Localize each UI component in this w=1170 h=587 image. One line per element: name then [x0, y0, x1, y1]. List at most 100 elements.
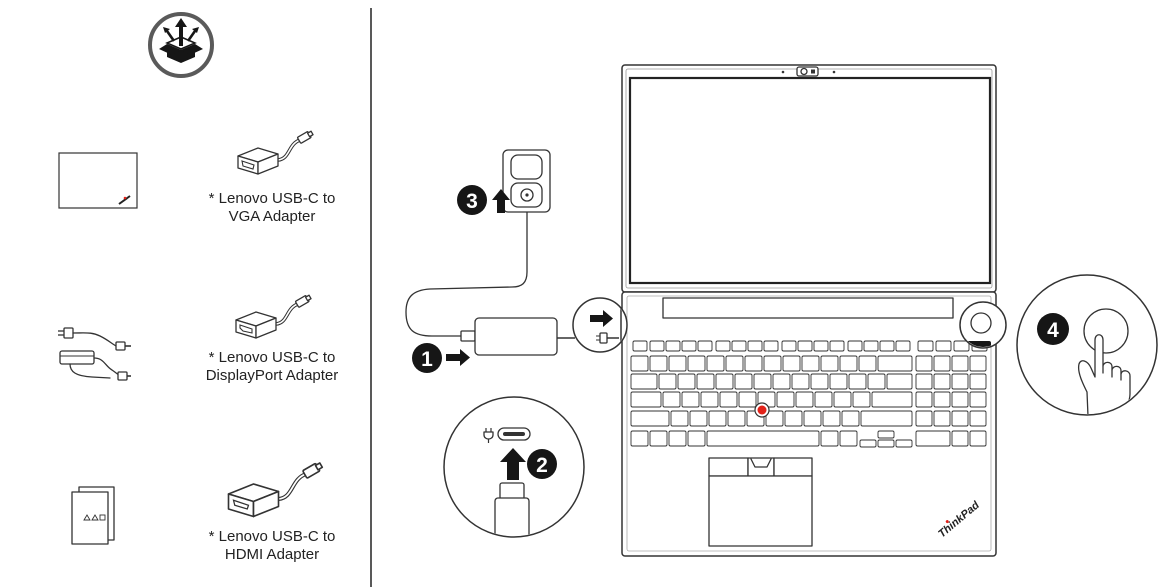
keyboard-key: [706, 355, 725, 372]
hdmi-adapter-icon-part: [278, 473, 307, 500]
keyboard-key: [829, 340, 845, 352]
keyboard-key: [969, 410, 987, 427]
keyboard-key: [763, 340, 779, 352]
manuals-icon: [71, 486, 115, 545]
keyboard-key: [781, 340, 797, 352]
keyboard-key: [841, 410, 860, 427]
keyboard-key: [877, 355, 913, 372]
keyboard-key: [696, 373, 715, 390]
step-2-number: 2: [536, 454, 548, 477]
keyboard-key: [951, 410, 969, 427]
step-3-number: 3: [466, 190, 478, 213]
keyboard-key: [630, 410, 670, 427]
keyboard-key: [829, 373, 848, 390]
webcam-icon-part: [811, 69, 815, 74]
power-button-icon: [970, 312, 992, 334]
keyboard-key: [859, 439, 877, 448]
step-1-badge: 1: [412, 343, 442, 373]
keyboard-key: [820, 355, 839, 372]
keyboard-key: [687, 430, 706, 447]
keyboard-key: [665, 340, 681, 352]
usb-c-connection-detail: [443, 396, 585, 538]
keyboard-key: [708, 410, 727, 427]
keyboard-key: [933, 373, 951, 390]
keyboard-key: [668, 430, 687, 447]
manuals-icon-part: [91, 514, 99, 521]
keyboard-key: [772, 373, 791, 390]
webcam-icon-part: [832, 70, 836, 74]
keyboard-key: [689, 410, 708, 427]
keyboard-key: [813, 340, 829, 352]
keyboard-key: [630, 355, 649, 372]
keyboard-key: [915, 373, 933, 390]
power-adapter-icon-part: [72, 332, 117, 347]
usb-c-port-callout-part: [572, 297, 628, 353]
power-adapter-icon-part: [59, 350, 95, 365]
computer-icon: [58, 152, 138, 209]
laptop: ThinkPad: [621, 64, 997, 557]
keyboard-key: [863, 340, 879, 352]
keyboard-key: [791, 373, 810, 390]
usb-c-plug-icon: [494, 482, 530, 536]
vga-adapter-icon-part: [241, 160, 255, 170]
keyboard-key: [630, 430, 649, 447]
step-4-number: 4: [1047, 319, 1059, 342]
power-plug-symbol: [483, 428, 494, 443]
wall-outlet-icon: [502, 149, 551, 213]
keyboard-key: [814, 391, 833, 408]
manuals-icon-part: [83, 514, 91, 521]
keyboard-key: [858, 355, 877, 372]
unbox-icon-part: [165, 30, 176, 42]
keyboard: [630, 340, 988, 448]
displayport-adapter-label-line1: * Lenovo USB-C to: [209, 349, 336, 366]
power-adapter-icon: [58, 327, 131, 381]
keyboard-key: [867, 373, 886, 390]
power-adapter-icon-part: [115, 341, 126, 351]
unbox-icon-part: [181, 44, 203, 55]
trackpoint: [754, 402, 770, 418]
webcam-icon-part: [781, 70, 785, 74]
hdmi-adapter-icon: [227, 462, 324, 518]
step-2-badge-part: [527, 449, 557, 479]
arrow-up-icon: [492, 189, 510, 213]
hdmi-adapter-icon-part: [252, 490, 280, 518]
keyboard-key: [951, 355, 969, 372]
vga-adapter-icon-part: [257, 153, 279, 175]
keyboard-key: [700, 391, 719, 408]
power-adapter-icon-part: [63, 327, 74, 339]
power-cord: [405, 205, 528, 337]
keyboard-key: [847, 340, 863, 352]
keyboard-key: [877, 430, 895, 439]
hinge-bar: [662, 297, 954, 319]
usb-c-port-icon-part: [503, 432, 525, 436]
keyboard-key: [630, 373, 658, 390]
keyboard-key: [632, 340, 648, 352]
keyboard-key: [797, 340, 813, 352]
keyboard-key: [822, 410, 841, 427]
usb-c-plug-icon-part: [494, 497, 530, 536]
keyboard-key: [784, 410, 803, 427]
keyboard-key: [795, 391, 814, 408]
keyboard-key: [681, 340, 697, 352]
keyboard-key: [658, 373, 677, 390]
keyboard-key: [630, 391, 662, 408]
usb-c-port-icon: [497, 427, 531, 441]
keyboard-key: [953, 340, 970, 352]
vga-adapter-label-line2: VGA Adapter: [229, 208, 316, 225]
displayport-adapter-label-line2: DisplayPort Adapter: [206, 367, 339, 384]
keyboard-key: [848, 373, 867, 390]
keyboard-key: [668, 355, 687, 372]
keyboard-key: [895, 439, 913, 448]
keyboard-key: [753, 373, 772, 390]
vga-adapter-icon: [237, 130, 314, 175]
vga-adapter-label-line1: * Lenovo USB-C to: [209, 190, 336, 207]
hand-press-icon-part: [1077, 334, 1131, 414]
power-button-callout-contents-part: [966, 341, 991, 347]
power-adapter-icon-part: [69, 363, 111, 379]
keyboard-key: [951, 430, 969, 447]
step-1-number: 1: [421, 348, 433, 371]
keyboard-key: [852, 391, 871, 408]
step-4-badge-part: [1037, 313, 1069, 345]
keyboard-key: [951, 391, 969, 408]
hdmi-adapter-icon-part: [314, 462, 324, 471]
